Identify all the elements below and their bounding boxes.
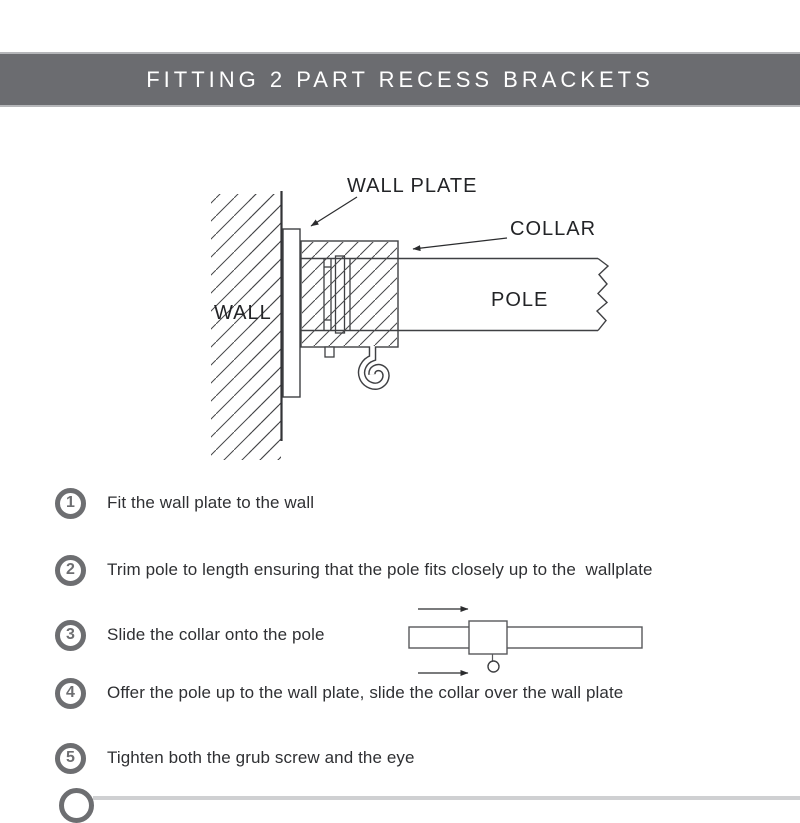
step-3-text: Slide the collar onto the pole — [107, 625, 325, 644]
step-5-number: 5 — [66, 749, 75, 766]
collar-arrow-icon — [412, 237, 508, 252]
title-bar: FITTING 2 PART RECESS BRACKETS — [0, 52, 800, 107]
mini-pole-shape — [408, 626, 643, 649]
wall-plate-shape — [282, 228, 301, 398]
slide-collar-mini-diagram — [408, 606, 643, 676]
step-4-badge: 4 — [55, 677, 86, 709]
step-4-text: Offer the pole up to the wall plate, sli… — [107, 683, 624, 702]
step-5-text: Tighten both the grub screw and the eye — [107, 748, 415, 767]
wall-hatch — [211, 194, 281, 460]
wall-plate-arrow-icon — [310, 196, 358, 227]
mini-eye-icon — [487, 660, 500, 673]
step-3-badge: 3 — [55, 619, 86, 651]
fitting-diagram: WALL PLATE COLLAR WALL POLE — [211, 175, 643, 676]
step-1-badge: 1 — [55, 487, 86, 519]
mini-collar-shape — [468, 620, 508, 655]
hook-eye-icon — [357, 346, 390, 390]
label-collar: COLLAR — [510, 218, 596, 240]
page-title: FITTING 2 PART RECESS BRACKETS — [146, 66, 654, 92]
step-4-row: 4 Offer the pole up to the wall plate, s… — [55, 676, 775, 710]
step-5-row: 5 Tighten both the grub screw and the ey… — [55, 741, 775, 775]
grub-screw-stub — [324, 346, 335, 358]
label-pole: POLE — [491, 289, 548, 311]
step-2-text: Trim pole to length ensuring that the po… — [107, 560, 653, 579]
step-6-badge-partial — [59, 788, 94, 823]
step-1-row: 1 Fit the wall plate to the wall — [55, 486, 775, 520]
step-1-text: Fit the wall plate to the wall — [107, 493, 315, 512]
step-3-number: 3 — [66, 626, 75, 643]
step-5-badge: 5 — [55, 742, 86, 774]
label-wall-plate: WALL PLATE — [347, 175, 477, 197]
step-3-row: 3 Slide the collar onto the pole — [55, 618, 775, 652]
collar-shape — [300, 240, 399, 348]
step-1-number: 1 — [66, 494, 75, 511]
step-2-number: 2 — [66, 561, 75, 578]
label-wall: WALL — [214, 302, 272, 324]
collar-hatch — [302, 242, 397, 346]
next-section-bar-partial — [93, 796, 800, 800]
step-2-badge: 2 — [55, 554, 86, 586]
step-2-row: 2 Trim pole to length ensuring that the … — [55, 553, 775, 587]
step-4-number: 4 — [66, 684, 75, 701]
